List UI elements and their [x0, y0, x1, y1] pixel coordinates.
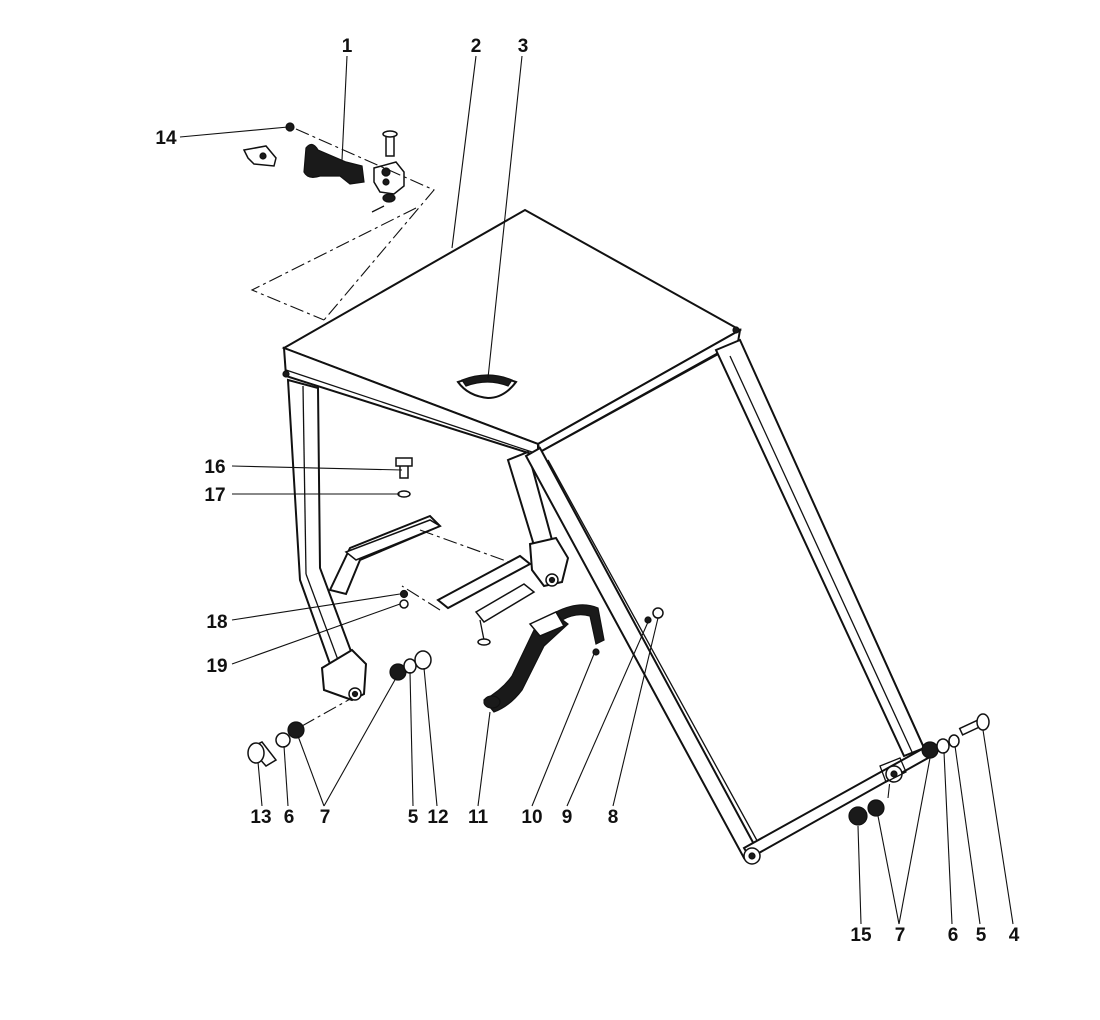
callout-11: 11	[468, 807, 489, 828]
right-pivot-hardware	[848, 713, 990, 826]
callout-5-left: 5	[408, 807, 419, 828]
callout-5-right: 5	[976, 925, 987, 946]
callout-6-right: 6	[948, 925, 959, 946]
canopy-assembly	[281, 208, 930, 865]
callout-6-left: 6	[284, 807, 295, 828]
latch-handle	[303, 143, 365, 185]
restraint-strap	[483, 604, 664, 713]
hinge-assembly	[328, 457, 536, 646]
leader-lines	[179, 55, 1014, 925]
callout-4: 4	[1009, 925, 1020, 946]
callout-18: 18	[206, 612, 227, 633]
callout-2: 2	[471, 36, 482, 57]
callout-13: 13	[250, 807, 271, 828]
callout-17: 17	[204, 485, 225, 506]
left-front-leg	[286, 378, 354, 666]
callout-16: 16	[204, 457, 225, 478]
callout-19: 19	[206, 656, 227, 677]
callout-labels: 1 2 3 14 16 17 18 19 13 6 7 5 12 11 10 9…	[155, 36, 1019, 946]
callout-7-right: 7	[895, 925, 906, 946]
callout-8: 8	[608, 807, 619, 828]
callout-14: 14	[155, 128, 177, 149]
right-front-leg-bracket	[528, 536, 570, 588]
callout-3: 3	[518, 36, 529, 57]
callout-12: 12	[427, 807, 448, 828]
callout-10: 10	[521, 807, 542, 828]
latch-body	[373, 161, 405, 195]
callout-1: 1	[342, 36, 353, 57]
callout-15: 15	[850, 925, 872, 946]
canopy-handle	[456, 374, 518, 400]
callout-7-left: 7	[320, 807, 331, 828]
callout-9: 9	[562, 807, 573, 828]
hinge-plate-lower	[436, 554, 532, 610]
left-pivot-hardware	[247, 650, 432, 767]
